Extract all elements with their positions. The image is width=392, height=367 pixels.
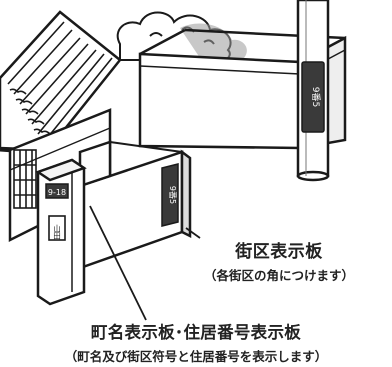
town-sign-caption-title: 町名表示板･住居番号表示板 — [90, 323, 302, 342]
pole-block-sign: 9番5 — [301, 61, 325, 133]
gate-plate-text: 9-18 — [48, 188, 66, 197]
wall-block-sign: 9番5 — [161, 163, 179, 227]
nameplate-text: 山田 — [53, 223, 62, 241]
block-sign-caption-title: 街区表示板 — [235, 242, 323, 262]
tree-shadow — [180, 23, 247, 58]
town-sign-caption: 町名表示板･住居番号表示板 （町名及び街区符号と住居番号を表示します） — [0, 319, 392, 365]
window-bars — [13, 149, 37, 209]
block-sign-caption: 街区表示板 （各街区の角につけます） — [168, 237, 390, 284]
town-sign-caption-note: （町名及び街区符号と住居番号を表示します） — [64, 349, 328, 364]
leader-lines — [89, 205, 201, 321]
block-sign-caption-note: （各街区の角につけます） — [203, 268, 354, 283]
pole-sign-text: 9番5 — [310, 87, 322, 107]
nameplate: 山田 — [48, 215, 66, 241]
address-plate-gate: 9-18 — [45, 183, 69, 199]
wall-sign-text: 9番5 — [168, 186, 178, 204]
